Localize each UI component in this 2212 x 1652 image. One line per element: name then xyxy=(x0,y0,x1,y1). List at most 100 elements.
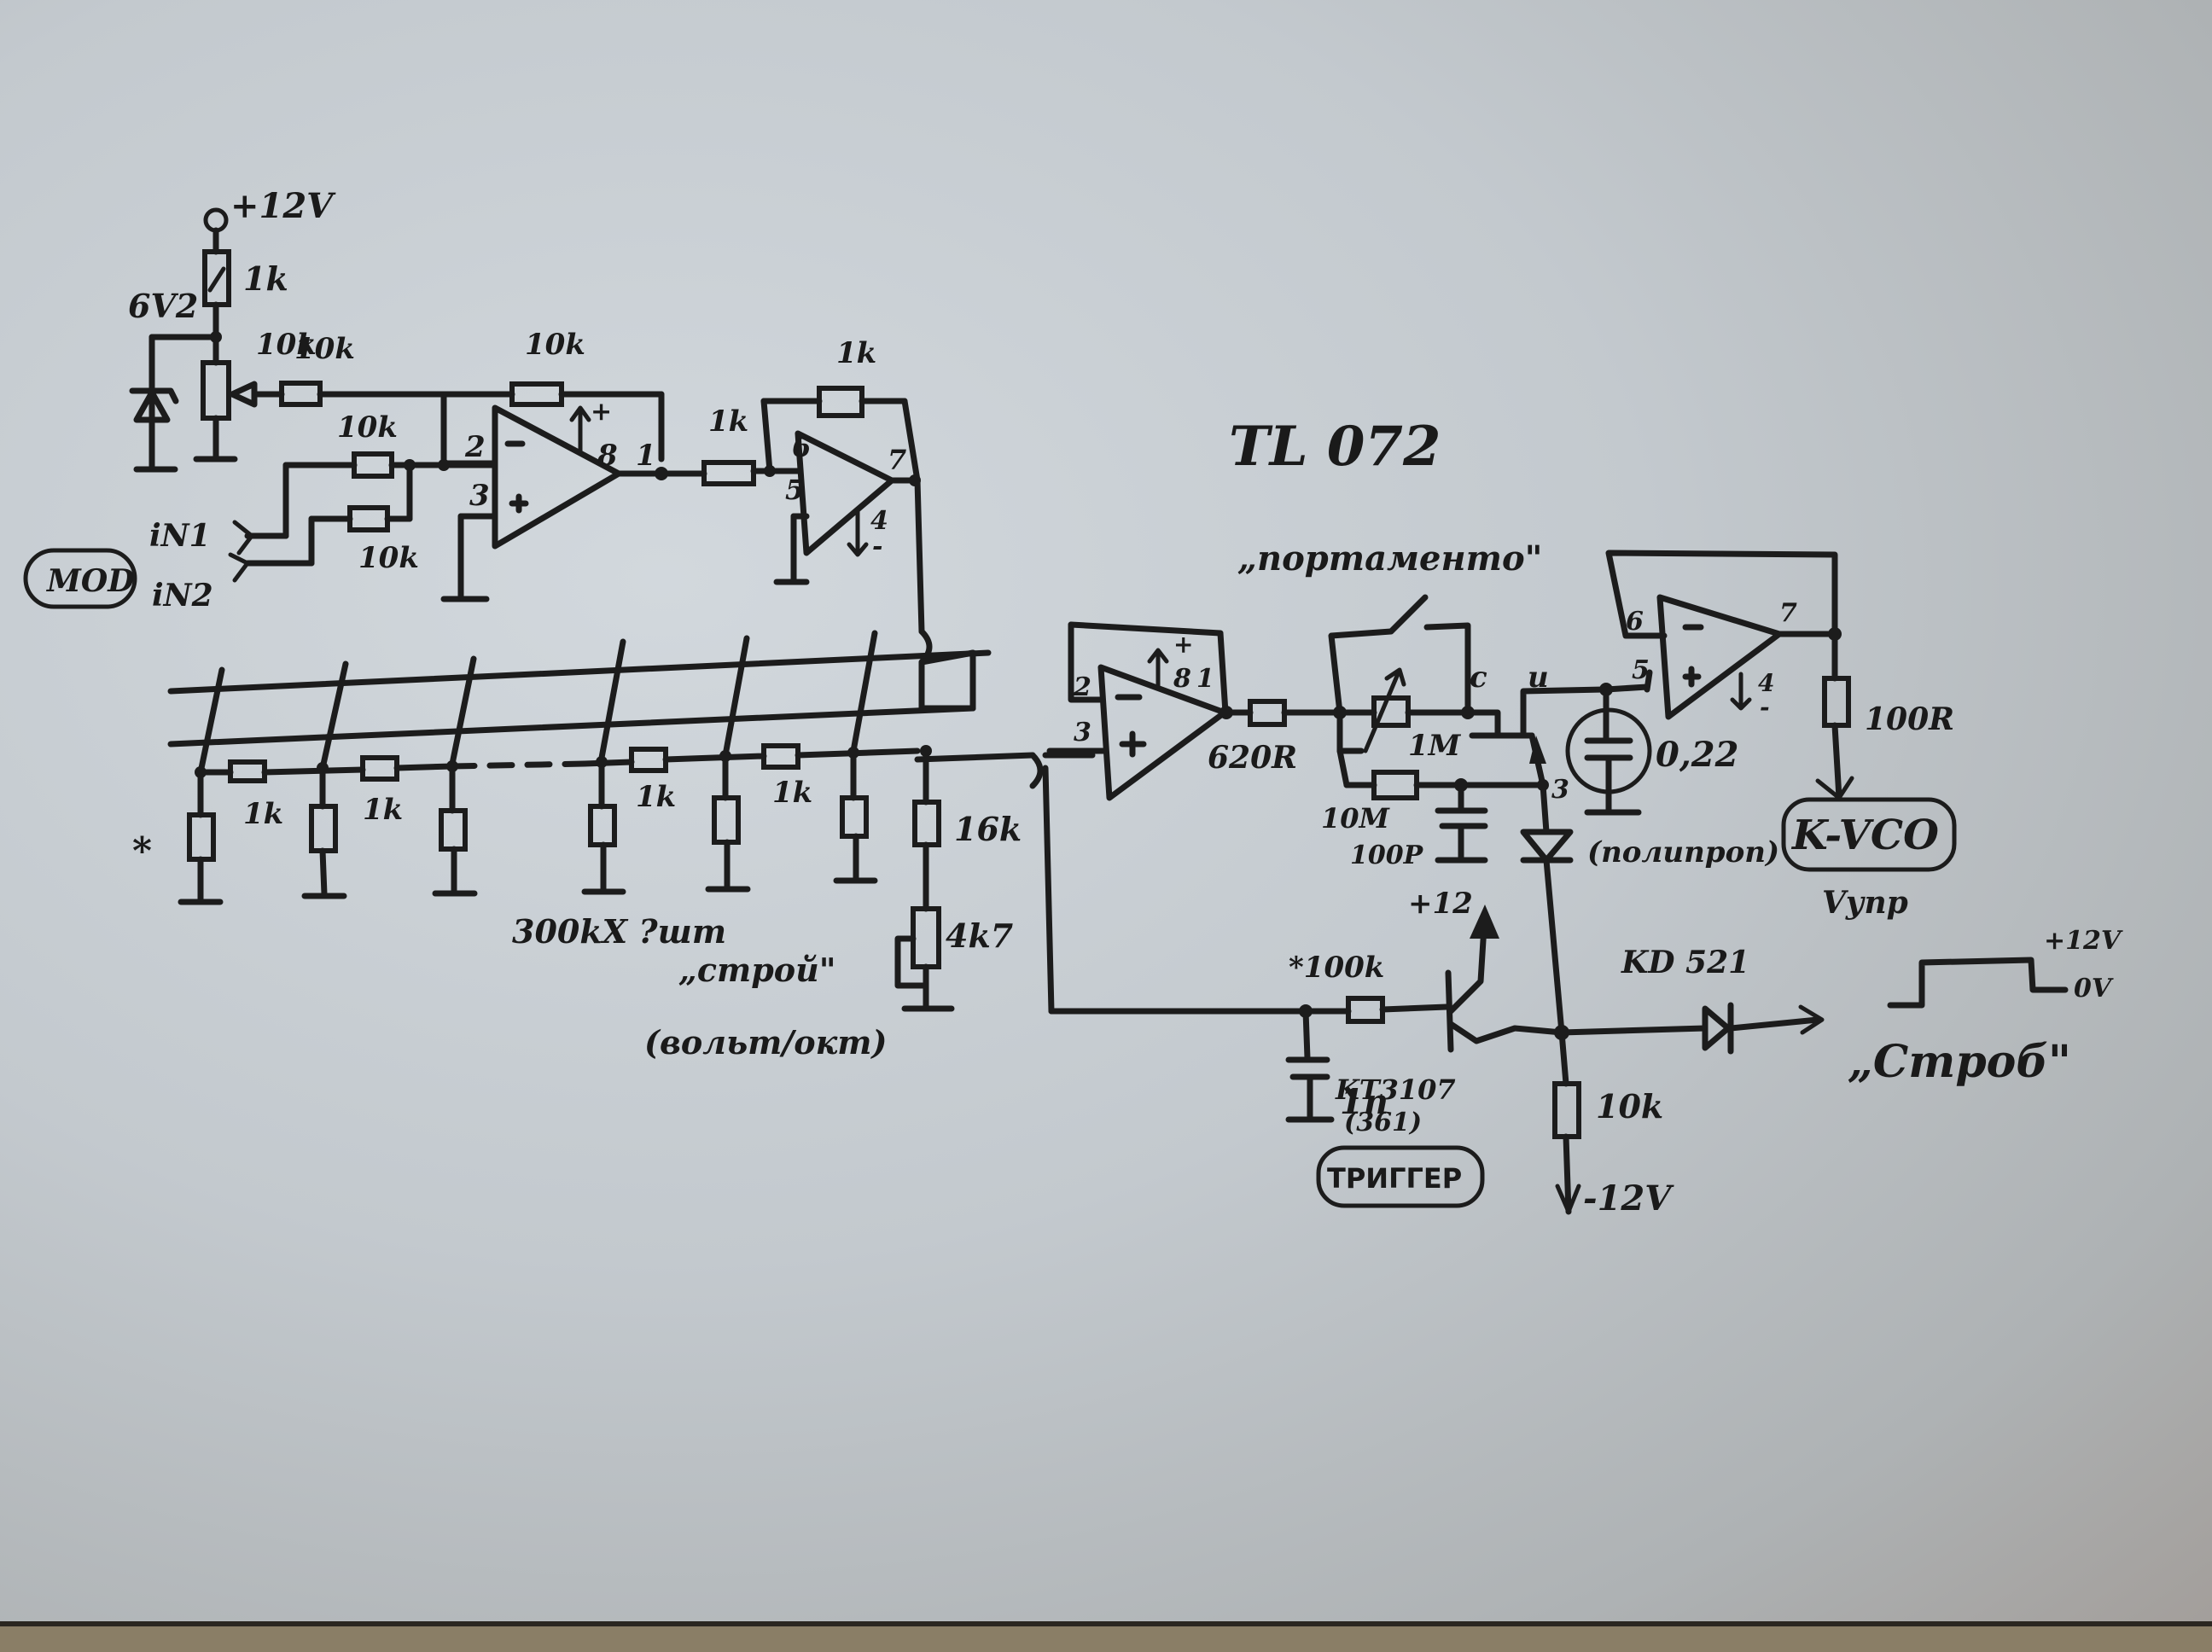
arrow-right-icon xyxy=(1798,1004,1825,1035)
pin-label: 8 xyxy=(597,439,618,473)
table-surface xyxy=(0,1621,2212,1652)
pin-label: 1 xyxy=(1196,664,1214,694)
key-switch[interactable] xyxy=(197,666,225,776)
pin-label: + xyxy=(591,397,612,427)
vminus-label: -12V xyxy=(1583,1178,1674,1219)
key-switch[interactable] xyxy=(449,655,477,767)
transistor-alt-label: (361) xyxy=(1344,1108,1422,1137)
select-star: * xyxy=(132,829,152,873)
key-ladder: 1k 1k 1k 1k xyxy=(132,630,1022,1062)
r-base xyxy=(1346,996,1385,1024)
pulldown-resistor xyxy=(833,747,878,884)
opamp-2: 1k 1k 6 5 7 4 - xyxy=(701,336,976,712)
r-tune xyxy=(912,800,941,847)
in1-arrow-icon xyxy=(232,520,254,556)
transistor-label: KT3107 xyxy=(1335,1073,1456,1106)
trigger-badge-outline xyxy=(1316,1145,1485,1208)
pin-label: - xyxy=(872,532,882,561)
pulldown-resistor xyxy=(581,756,626,895)
gate-waveform-icon xyxy=(1887,957,2069,1009)
fet-pin-label: с xyxy=(1470,660,1487,695)
r-bias xyxy=(1371,770,1419,800)
pulldown-resistor xyxy=(178,766,224,905)
pin-label: 7 xyxy=(888,444,906,476)
r-series2 xyxy=(701,460,756,486)
r-ladder-label: 1k xyxy=(772,776,812,810)
r-in2 xyxy=(347,505,390,532)
r-out-label: 620R xyxy=(1208,740,1297,776)
fet-pin-label: и xyxy=(1528,660,1549,695)
r-pot-series xyxy=(279,381,323,407)
r-bias-label: 10M xyxy=(1321,802,1391,835)
arrow-down-icon xyxy=(1555,1184,1581,1214)
diode-icon xyxy=(1520,829,1574,864)
pot-portamento-label: 1M xyxy=(1408,729,1462,763)
pin-label: + xyxy=(1173,631,1193,659)
plus12-label: +12 xyxy=(1408,887,1473,921)
pin-label: 5 xyxy=(1632,655,1650,685)
vplus-label: +12V xyxy=(230,186,336,226)
pin-label: 1 xyxy=(636,439,656,473)
gate-label: „Строб" xyxy=(1848,1036,2071,1088)
opamp-4: 6 5 7 4 - 100R K-VCO Vупр xyxy=(1605,550,1957,921)
opamp-3-triangle-icon xyxy=(1097,664,1228,801)
r-tune-label: 16k xyxy=(954,810,1022,848)
r-series2-label: 1k xyxy=(708,404,748,439)
diode-label: KD 521 xyxy=(1621,945,1749,980)
pulldown-resistor xyxy=(705,750,751,893)
pin-label: 2 xyxy=(464,430,486,464)
supply-network: +12V 1k 6V2 10k xyxy=(128,186,336,473)
r-pot-series-label: 10k xyxy=(294,332,355,366)
zener-label: 6V2 xyxy=(128,287,198,325)
fet-pin-label: 3 xyxy=(1551,775,1569,805)
pin-label: 6 xyxy=(792,431,811,463)
chip-title: TL 072 xyxy=(1229,415,1441,479)
mod-badge[interactable]: MOD xyxy=(45,563,134,599)
opamp-2-triangle-icon xyxy=(795,430,895,556)
r-supply-label: 1k xyxy=(243,259,288,298)
opamp-3: 2 3 8 1 + xyxy=(1042,621,1309,1015)
portamento-label: „портаменто" xyxy=(1237,538,1542,579)
r-feedback2-label: 1k xyxy=(836,336,876,370)
r-pull xyxy=(1552,1081,1581,1139)
pin-label: 8 xyxy=(1173,664,1191,694)
r-ladder-label: 1k xyxy=(243,797,283,831)
key-switch[interactable] xyxy=(598,638,626,761)
key-switch[interactable] xyxy=(319,660,349,771)
pot-offset xyxy=(201,360,231,421)
zener-diode-icon xyxy=(133,389,171,423)
in2-label[interactable]: iN2 xyxy=(152,578,213,614)
r-ladder-label: 1k xyxy=(363,793,403,827)
pin-label: - xyxy=(1760,693,1770,721)
key-switch[interactable] xyxy=(850,630,878,754)
trigger-badge[interactable]: ТРИГГЕР xyxy=(1327,1162,1462,1195)
vco-badge[interactable]: K-VCO xyxy=(1790,811,1939,859)
c-small-label: 100P xyxy=(1350,841,1424,870)
r-in1 xyxy=(352,451,394,479)
tune-sublabel: (вольт/окт) xyxy=(644,1023,888,1062)
in2-arrow-icon xyxy=(228,552,250,583)
gate-high-label: +12V xyxy=(2044,926,2123,956)
pot-tune-label: 4k7 xyxy=(946,916,1013,955)
r-vco-label: 100R xyxy=(1865,701,1954,737)
key-switch[interactable] xyxy=(722,635,750,759)
r-out xyxy=(1248,699,1287,727)
r-in1-label: 10k xyxy=(337,410,398,445)
pin-label: 4 xyxy=(870,506,888,536)
pot-tune[interactable] xyxy=(911,906,941,969)
c-trig-label: 1n xyxy=(1340,1082,1388,1122)
in1-label[interactable]: iN1 xyxy=(149,518,211,554)
bus-lower xyxy=(167,705,976,747)
bus-upper xyxy=(167,649,992,695)
r-vco xyxy=(1822,676,1851,728)
pin-label: 3 xyxy=(1074,718,1091,747)
mod-badge-outline xyxy=(23,548,137,609)
opamp-4-triangle-icon xyxy=(1656,594,1783,720)
fet-gate-arrow-icon xyxy=(1529,736,1546,764)
pin-label: 7 xyxy=(1779,598,1797,628)
pulldown-resistor xyxy=(301,762,347,899)
sample-hold: 620R 1M „портаменто" 10M 100P с и 3 xyxy=(1208,538,1779,1036)
pin-label: 3 xyxy=(469,479,490,513)
r-feedback xyxy=(509,381,564,407)
